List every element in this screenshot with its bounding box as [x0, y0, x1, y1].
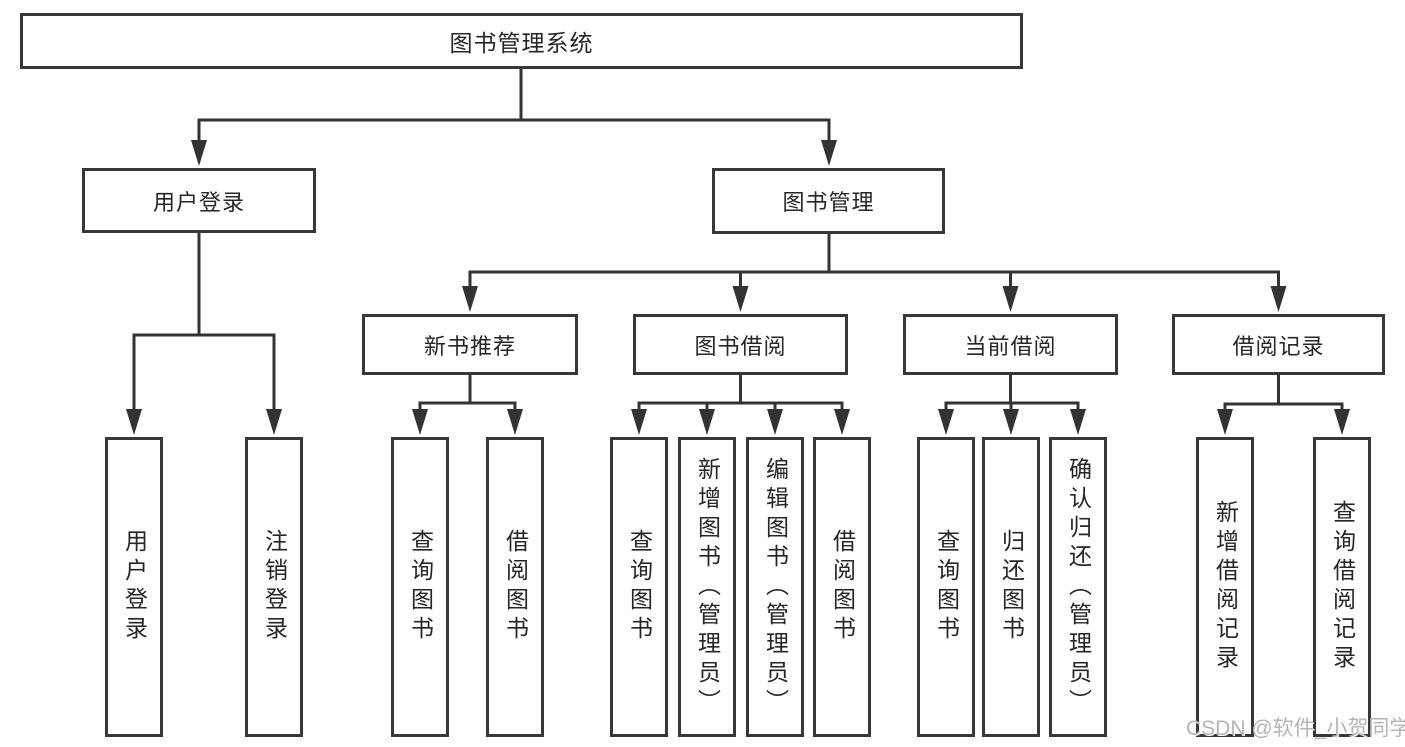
leaf-bb-add-books-admin-label: 新增图书（管理员） [694, 456, 721, 718]
connector-currentborrow-branch [944, 375, 1080, 428]
leaf-bb-query-books-label: 查询图书 [626, 529, 653, 645]
leaf-nbr-query-books: 查询图书 [391, 437, 449, 737]
node-user-login-label: 用户登录 [152, 189, 245, 215]
leaf-br-query-record-label: 查询借阅记录 [1329, 500, 1356, 674]
arrowhead [266, 409, 282, 435]
node-new-book-recommend-label: 新书推荐 [423, 333, 516, 359]
node-current-borrow-label: 当前借阅 [964, 333, 1057, 359]
arrowhead [1270, 286, 1287, 312]
connector-borrowrecords-branch [1223, 375, 1344, 428]
leaf-logout: 注销登录 [245, 437, 303, 737]
leaf-cb-return-books-label: 归还图书 [998, 529, 1025, 645]
connector-book-branch [468, 234, 1280, 306]
node-borrow-records: 借阅记录 [1172, 314, 1385, 375]
arrowhead [1002, 286, 1019, 312]
leaf-nbr-query-books-label: 查询图书 [407, 529, 434, 645]
leaf-bb-edit-books-admin-label: 编辑图书（管理员） [762, 456, 789, 718]
arrowhead [767, 409, 783, 435]
leaf-bb-borrow-books: 借阅图书 [813, 437, 871, 737]
connector-newbook-branch [418, 375, 517, 428]
arrowhead [1217, 409, 1233, 435]
leaf-logout-label: 注销登录 [261, 529, 288, 645]
arrowhead [126, 409, 142, 435]
watermark: CSDN @软件_小贺同学 [1186, 717, 1405, 740]
node-root-label: 图书管理系统 [449, 30, 594, 56]
arrowhead [507, 409, 523, 435]
arrowhead [699, 409, 715, 435]
leaf-cb-query-books: 查询图书 [917, 437, 975, 737]
leaf-cb-confirm-return-admin: 确认归还（管理员） [1049, 437, 1107, 737]
arrowhead [1003, 409, 1019, 435]
leaf-cb-return-books: 归还图书 [982, 437, 1040, 737]
leaf-nbr-borrow-books-label: 借阅图书 [502, 529, 529, 645]
connector-root-to-level2 [197, 68, 831, 162]
arrowhead [938, 409, 954, 435]
leaf-bb-borrow-books-label: 借阅图书 [829, 529, 856, 645]
arrowhead [834, 409, 850, 435]
arrowhead [1334, 409, 1350, 435]
leaf-nbr-borrow-books: 借阅图书 [486, 437, 544, 737]
leaf-bb-query-books: 查询图书 [610, 437, 668, 737]
connector-bookborrow-branch [637, 375, 844, 428]
arrowhead [412, 409, 428, 435]
leaf-bb-edit-books-admin: 编辑图书（管理员） [746, 437, 804, 737]
arrowhead [821, 140, 837, 166]
node-book-borrow-label: 图书借阅 [694, 333, 787, 359]
node-book-management: 图书管理 [712, 168, 945, 234]
arrowhead [462, 286, 478, 312]
node-book-management-label: 图书管理 [782, 190, 875, 215]
node-borrow-records-label: 借阅记录 [1232, 333, 1325, 359]
leaf-bb-add-books-admin: 新增图书（管理员） [678, 437, 736, 737]
node-new-book-recommend: 新书推荐 [362, 314, 578, 375]
leaf-br-add-record-label: 新增借阅记录 [1212, 500, 1239, 674]
leaf-user-login: 用户登录 [105, 437, 163, 737]
arrowhead [191, 140, 207, 166]
leaf-br-add-record: 新增借阅记录 [1196, 437, 1254, 737]
leaf-cb-confirm-return-admin-label: 确认归还（管理员） [1065, 456, 1092, 718]
node-current-borrow: 当前借阅 [903, 314, 1118, 375]
leaf-br-query-record: 查询借阅记录 [1313, 437, 1371, 737]
arrowhead [732, 286, 749, 312]
node-book-borrow: 图书借阅 [633, 314, 848, 375]
connector-user-branch [132, 232, 276, 428]
node-user-login: 用户登录 [82, 168, 316, 233]
arrowhead [631, 409, 647, 435]
leaf-cb-query-books-label: 查询图书 [933, 529, 960, 645]
arrowhead [1070, 409, 1086, 435]
node-root: 图书管理系统 [20, 13, 1023, 69]
leaf-user-login-label: 用户登录 [121, 529, 148, 645]
